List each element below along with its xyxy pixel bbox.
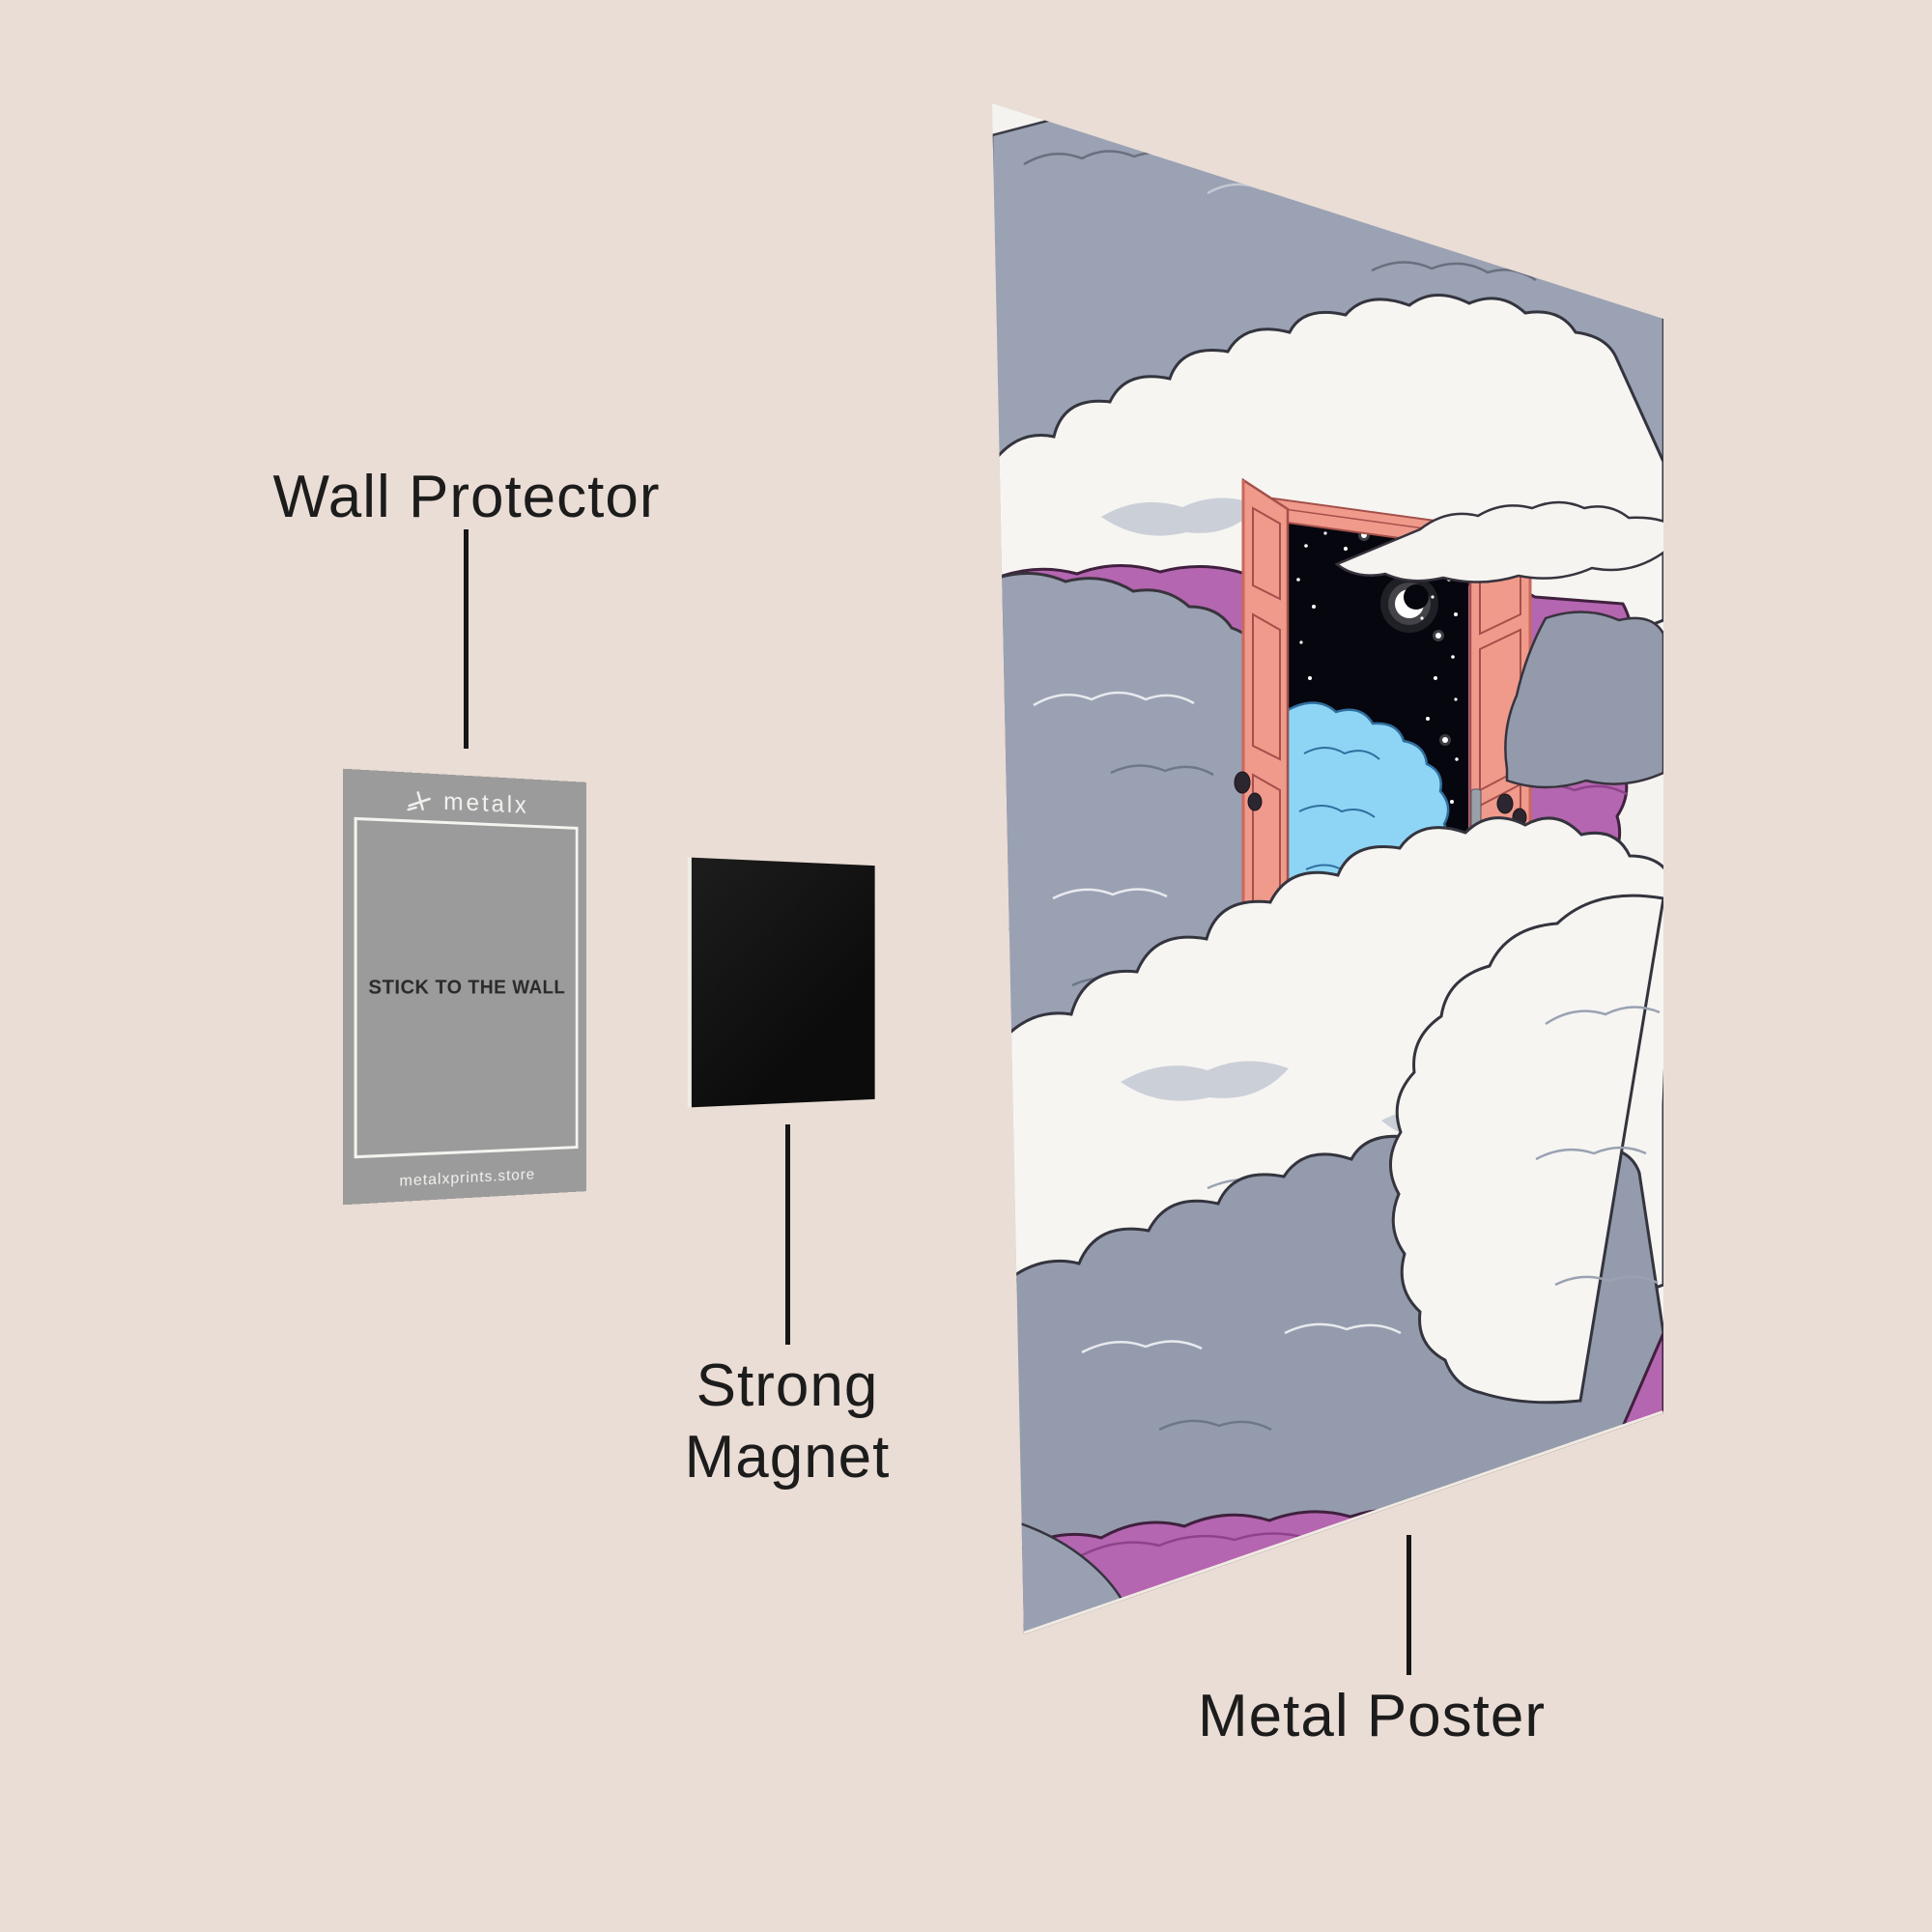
wall-protector-connector-line bbox=[464, 529, 469, 749]
metal-poster-label: Metal Poster bbox=[1197, 1683, 1547, 1749]
door-knob-icon bbox=[1496, 793, 1514, 814]
strong-magnet-connector-line bbox=[785, 1124, 790, 1345]
wall-protector-card: metalx STICK TO THE WALL metalxprints.st… bbox=[343, 768, 586, 1206]
sparkle-icon bbox=[406, 788, 435, 813]
strong-magnet-label-line2: Magnet bbox=[684, 1424, 891, 1491]
strong-magnet-label: Strong Magnet bbox=[685, 1350, 891, 1493]
moon-icon bbox=[1380, 575, 1438, 633]
magnet-swatch bbox=[687, 857, 875, 1108]
white-cloud-bottom-right bbox=[1389, 894, 1663, 1405]
strong-magnet-label-line1: Strong bbox=[696, 1352, 879, 1419]
wall-protector-label: Wall Protector bbox=[272, 464, 661, 530]
card-website-text: metalxprints.store bbox=[399, 1166, 536, 1190]
brand-logo: metalx bbox=[343, 782, 586, 822]
left-door-panel bbox=[1234, 477, 1290, 975]
metal-poster-connector-line bbox=[1406, 1535, 1411, 1675]
metal-poster-artwork bbox=[992, 103, 1663, 1634]
brand-name: metalx bbox=[443, 787, 529, 819]
card-instruction-text: STICK TO THE WALL bbox=[368, 976, 566, 999]
white-cloud-streak bbox=[1334, 500, 1663, 583]
card-inner-frame: STICK TO THE WALL bbox=[354, 816, 579, 1159]
door-knob-icon bbox=[1234, 771, 1251, 794]
